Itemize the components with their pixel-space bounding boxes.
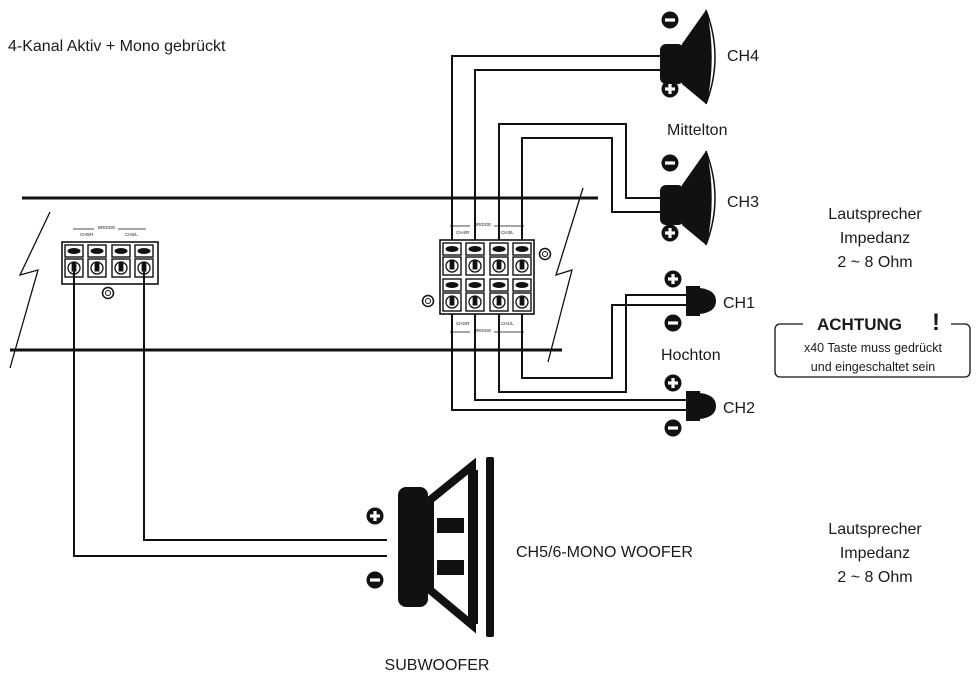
subwoofer-speaker: CH5/6-MONO WOOFER SUBWOOFER	[366, 457, 693, 674]
ch1-tweeter: CH1	[664, 270, 755, 332]
ch5l-label: CH5/L	[125, 232, 138, 237]
ch1l-label: CH1/L	[501, 321, 514, 326]
warning-box: ACHTUNG ! x40 Taste muss gedrückt und ei…	[774, 308, 971, 378]
speaker-wires	[73, 55, 688, 557]
warning-line1: x40 Taste muss gedrückt	[804, 341, 943, 355]
plus-icon	[664, 270, 682, 288]
ch1-label: CH1	[723, 295, 755, 312]
bridge-label-left: BRIDGE	[98, 225, 115, 230]
warning-title: ACHTUNG	[817, 315, 902, 334]
midrange-label: Mittelton	[667, 122, 727, 139]
impedance-note-bottom: Lautsprecher Impedanz 2 ~ 8 Ohm	[828, 521, 922, 586]
minus-icon	[661, 154, 679, 172]
minus-icon	[366, 571, 384, 589]
plus-icon	[664, 374, 682, 392]
minus-icon	[664, 314, 682, 332]
bridge-label-right-top: BRIDGE	[474, 222, 491, 227]
tweeter-icon	[686, 391, 716, 421]
diagram-title: 4-Kanal Aktiv + Mono gebrückt	[8, 38, 226, 55]
impedance-top-line2: Impedanz	[840, 230, 910, 247]
bridge-label-right-bottom: BRIDGE	[474, 328, 491, 333]
minus-icon	[661, 11, 679, 29]
impedance-bottom-line2: Impedanz	[840, 545, 910, 562]
amplifier-body	[9, 187, 598, 369]
ch3-label: CH3	[727, 194, 759, 211]
ch3l-label: CH3/L	[501, 230, 514, 235]
plus-icon	[661, 80, 679, 98]
impedance-bottom-line3: 2 ~ 8 Ohm	[837, 569, 912, 586]
ch3-speaker: CH3	[660, 150, 759, 246]
tweeter-icon	[686, 286, 716, 316]
subwoofer-icon	[398, 457, 494, 637]
ch2r-label: CH2/R	[456, 321, 470, 326]
plus-icon	[366, 507, 384, 525]
ch6r-label: CH6/R	[80, 232, 94, 237]
impedance-top-line3: 2 ~ 8 Ohm	[837, 254, 912, 271]
tweeter-label: Hochton	[661, 347, 721, 364]
cone-speaker-icon	[660, 150, 716, 246]
mono-woofer-label: CH5/6-MONO WOOFER	[516, 544, 693, 561]
terminal-block-left: BRIDGE CH6/R CH5/L	[61, 225, 159, 300]
ch2-label: CH2	[723, 400, 755, 417]
impedance-bottom-line1: Lautsprecher	[828, 521, 922, 538]
impedance-note-top: Lautsprecher Impedanz 2 ~ 8 Ohm	[828, 206, 922, 271]
subwoofer-label: SUBWOOFER	[385, 657, 490, 674]
ch2-tweeter: CH2	[664, 374, 755, 437]
terminal-block-right: BRIDGE CH4/R CH3/L CH2/R CH1/L BRIDGE	[421, 222, 552, 333]
minus-icon	[664, 419, 682, 437]
warning-line2: und eingeschaltet sein	[811, 360, 935, 374]
ch4-label: CH4	[727, 48, 759, 65]
cone-speaker-icon	[660, 9, 716, 105]
ch4-speaker: CH4	[660, 9, 759, 105]
impedance-top-line1: Lautsprecher	[828, 206, 922, 223]
ch4r-label: CH4/R	[456, 230, 470, 235]
plus-icon	[661, 224, 679, 242]
exclamation-icon: !	[932, 309, 940, 336]
